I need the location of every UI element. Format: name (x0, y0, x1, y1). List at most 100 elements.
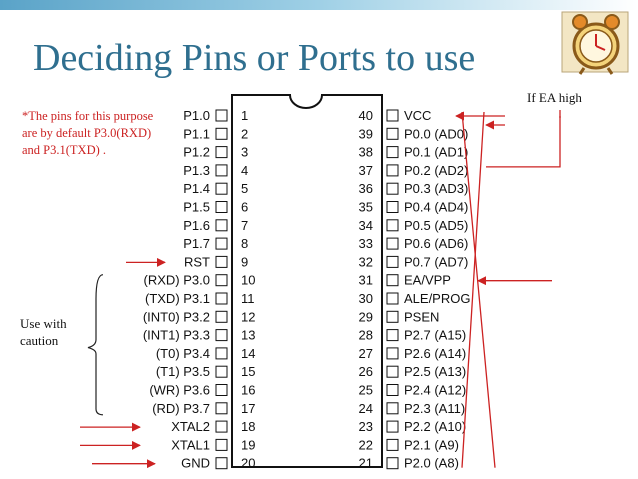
pin-number: 14 (241, 346, 255, 361)
page-title: Deciding Pins or Ports to use (33, 37, 476, 79)
pin-label: P1.2 (183, 145, 210, 160)
pin-number: 35 (359, 200, 373, 215)
pin-label: (RD) P3.7 (152, 401, 210, 416)
pin-number: 2 (241, 126, 248, 141)
pin-box (386, 237, 399, 250)
alarm-clock-icon (561, 11, 629, 75)
pin-label: P2.1 (A9) (404, 437, 459, 452)
cross-line-1 (461, 111, 496, 468)
pin-number: 9 (241, 254, 248, 269)
pin-box (386, 457, 399, 470)
pin-number: 24 (359, 401, 373, 416)
pin-label: XTAL2 (171, 419, 210, 434)
pin-box (215, 365, 228, 378)
pin-box (215, 329, 228, 342)
ea-high-bracket (486, 116, 561, 168)
pin-label: P1.5 (183, 200, 210, 215)
pin-number: 20 (241, 456, 255, 471)
pin-label: GND (181, 456, 210, 471)
pin-number: 7 (241, 218, 248, 233)
red-annotations (80, 110, 561, 469)
pin-number: 28 (359, 328, 373, 343)
pin-label: P2.5 (A13) (404, 364, 466, 379)
pin-label: (T1) P3.5 (156, 364, 210, 379)
pin-number: 16 (241, 383, 255, 398)
pin-number: 26 (359, 364, 373, 379)
pin-box (215, 255, 228, 268)
pin-number: 27 (359, 346, 373, 361)
use-with-caution-label: Use with caution (20, 316, 67, 348)
pin-box (215, 402, 228, 415)
pin-label: P0.0 (AD0) (404, 126, 468, 141)
pin-label: XTAL1 (171, 437, 210, 452)
pin-box (386, 109, 399, 122)
pin-label: ALE/PROG (404, 291, 470, 306)
pin-box (215, 384, 228, 396)
pin-box (215, 182, 228, 195)
pin-label: P1.1 (183, 126, 210, 141)
pin-box (386, 274, 399, 287)
pin-box (215, 109, 228, 122)
pin-label: (T0) P3.4 (156, 346, 210, 361)
pin-number: 18 (241, 419, 255, 434)
pin-box (386, 329, 399, 342)
pin-box (386, 146, 399, 159)
pin-label: P1.6 (183, 218, 210, 233)
pin-label: (WR) P3.6 (149, 383, 210, 398)
pin-number: 4 (241, 163, 248, 178)
pin-label: (RXD) P3.0 (144, 273, 210, 288)
pin-number: 19 (241, 437, 255, 452)
pin-box (215, 420, 228, 433)
pin-label: EA/VPP (404, 273, 451, 288)
pin-label: PSEN (404, 309, 439, 324)
ea-high-note: If EA high (527, 90, 582, 105)
pin-label: P0.4 (AD4) (404, 200, 468, 215)
cross-line-2 (461, 111, 485, 468)
pin-label: VCC (404, 108, 431, 123)
pin-box (215, 164, 228, 177)
pin-label: P1.7 (183, 236, 210, 251)
pin-box (215, 457, 228, 470)
pin-label: RST (184, 254, 210, 269)
pin-label: (TXD) P3.1 (145, 291, 210, 306)
pin-label: P2.0 (A8) (404, 456, 459, 471)
pin-label: P2.6 (A14) (404, 346, 466, 361)
pin-label: P2.4 (A12) (404, 383, 466, 398)
pin-number: 23 (359, 419, 373, 434)
chip-body (231, 94, 383, 468)
pin-number: 29 (359, 309, 373, 324)
pin-box (386, 365, 399, 378)
pin-label: (INT0) P3.2 (143, 309, 210, 324)
pin-box (386, 384, 399, 396)
pin-box (215, 201, 228, 213)
pin-number: 38 (359, 145, 373, 160)
pin-box (386, 347, 399, 360)
pin-box (386, 310, 399, 323)
pin-number: 5 (241, 181, 248, 196)
pin-box (215, 127, 228, 140)
pin-number: 10 (241, 273, 255, 288)
pin-box (386, 438, 399, 451)
pin-number: 33 (359, 236, 373, 251)
pin-box (386, 164, 399, 177)
pin-number: 31 (359, 273, 373, 288)
pin-number: 3 (241, 145, 248, 160)
pin-label: P2.7 (A15) (404, 328, 466, 343)
pin-box (215, 292, 228, 305)
pin-box (215, 347, 228, 360)
pin-box (215, 438, 228, 451)
pin-box (215, 274, 228, 287)
pin-label: P0.3 (AD3) (404, 181, 468, 196)
pin-number: 13 (241, 328, 255, 343)
pin-number: 8 (241, 236, 248, 251)
pin-label: P1.0 (183, 108, 210, 123)
pin-box (215, 219, 228, 232)
pin-box (215, 146, 228, 159)
pin-number: 6 (241, 200, 248, 215)
pin-box (386, 201, 399, 213)
pin-number: 40 (359, 108, 373, 123)
pin-box (215, 237, 228, 250)
pin-label: (INT1) P3.3 (143, 328, 210, 343)
